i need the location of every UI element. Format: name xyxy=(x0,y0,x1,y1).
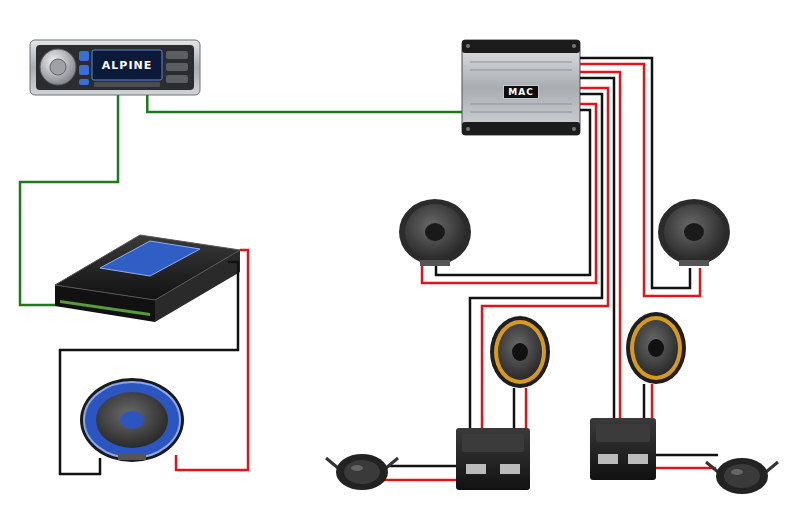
speaker-wire xyxy=(513,388,516,428)
speaker-wire xyxy=(384,479,456,482)
crossover-drawing xyxy=(456,428,530,490)
crossover-drawing xyxy=(462,434,524,452)
amplifier-drawing xyxy=(462,122,580,135)
head-unit-drawing xyxy=(30,40,200,95)
midrange-speaker-drawing xyxy=(399,199,471,266)
amplifier-drawing xyxy=(466,44,470,48)
woofer-drawing xyxy=(490,316,550,388)
midrange-speaker-drawing xyxy=(405,204,465,260)
subwoofer-drawing xyxy=(120,411,144,429)
crossover-drawing xyxy=(500,464,520,474)
head-unit-drawing xyxy=(79,65,89,75)
head-unit-drawing xyxy=(50,59,66,75)
speaker-wire xyxy=(525,388,528,428)
tweeter-drawing xyxy=(344,460,380,484)
head-unit-drawing xyxy=(79,79,89,85)
crossover-drawing xyxy=(590,418,656,480)
woofer-drawing xyxy=(498,324,542,380)
subwoofer-drawing xyxy=(84,382,180,458)
subwoofer-drawing xyxy=(96,392,168,448)
amplifier-drawing xyxy=(462,40,580,135)
head-unit-drawing xyxy=(166,75,188,83)
midrange-speaker-drawing xyxy=(664,204,724,260)
subwoofer-drawing xyxy=(80,378,184,462)
woofer-drawing xyxy=(630,316,682,380)
crossover-drawing xyxy=(598,454,618,464)
woofer-drawing xyxy=(626,312,686,384)
crossover-drawing xyxy=(628,454,648,464)
speaker-wire xyxy=(384,58,718,480)
midrange-speaker-drawing xyxy=(425,223,445,241)
tweeter-drawing xyxy=(351,465,363,471)
amplifier-drawing xyxy=(470,112,572,113)
amplifier-drawing xyxy=(466,127,470,131)
amplifier-drawing xyxy=(470,104,572,105)
subwoofer-amplifier-drawing xyxy=(60,300,150,316)
speaker-wire xyxy=(656,467,716,470)
tweeter-drawing xyxy=(706,458,778,494)
speaker-wire xyxy=(651,384,654,418)
woofer-drawing xyxy=(490,316,550,388)
head-unit: ALPINE xyxy=(30,40,200,95)
tweeter-drawing xyxy=(716,458,768,494)
amplifier-drawing xyxy=(462,40,580,135)
crossover-drawing xyxy=(466,464,486,474)
midrange-speaker-drawing xyxy=(420,260,450,266)
subwoofer-amplifier-drawing xyxy=(55,235,240,300)
speaker-wire xyxy=(470,94,602,428)
midrange-speaker-drawing xyxy=(658,199,730,266)
crossover-drawing xyxy=(590,418,656,480)
woofer-drawing xyxy=(494,320,546,384)
midrange-speaker-drawing xyxy=(679,260,709,266)
crossover-drawing xyxy=(456,428,530,490)
tweeter-drawing xyxy=(731,469,743,475)
midrange-speaker-drawing xyxy=(684,223,704,241)
speaker-wire xyxy=(656,454,718,457)
subwoofer-amplifier-drawing xyxy=(100,241,200,276)
amplifier-drawing xyxy=(470,70,572,71)
speaker-wire xyxy=(580,72,620,418)
woofer-drawing xyxy=(634,320,678,376)
head-unit-drawing xyxy=(40,49,76,85)
woofer-drawing xyxy=(626,312,686,384)
head-unit-drawing xyxy=(92,50,162,80)
tweeter-drawing xyxy=(336,454,388,490)
midrange-speaker-drawing xyxy=(658,199,730,265)
subwoofer-drawing xyxy=(80,378,184,462)
signal-wire xyxy=(147,95,462,112)
head-unit-drawing xyxy=(94,82,160,87)
subwoofer-drawing xyxy=(118,454,146,460)
woofer-drawing xyxy=(648,339,664,357)
amplifier-drawing xyxy=(572,127,576,131)
tweeter-drawing xyxy=(326,454,398,490)
tweeter-drawing xyxy=(724,464,760,488)
amplifier: MAC xyxy=(462,40,580,135)
crossover-drawing xyxy=(596,424,650,442)
head-unit-drawing xyxy=(166,63,188,71)
amplifier-drawing xyxy=(470,62,572,63)
brand-badge: MAC xyxy=(503,85,539,99)
speaker-wire xyxy=(388,465,456,468)
head-unit-drawing xyxy=(30,40,200,95)
woofer-drawing xyxy=(512,343,528,361)
amplifier-drawing xyxy=(572,44,576,48)
head-unit-drawing xyxy=(36,45,194,90)
speaker-wire xyxy=(60,250,248,474)
head-unit-drawing xyxy=(166,51,188,59)
amplifier-drawing xyxy=(462,40,580,53)
speaker-wire xyxy=(643,384,646,418)
midrange-speaker-drawing xyxy=(399,199,471,265)
speaker-wire xyxy=(60,262,238,474)
display-text: ALPINE xyxy=(92,50,162,80)
head-unit-drawing xyxy=(79,51,89,61)
subwoofer-amplifier-drawing xyxy=(55,235,240,322)
